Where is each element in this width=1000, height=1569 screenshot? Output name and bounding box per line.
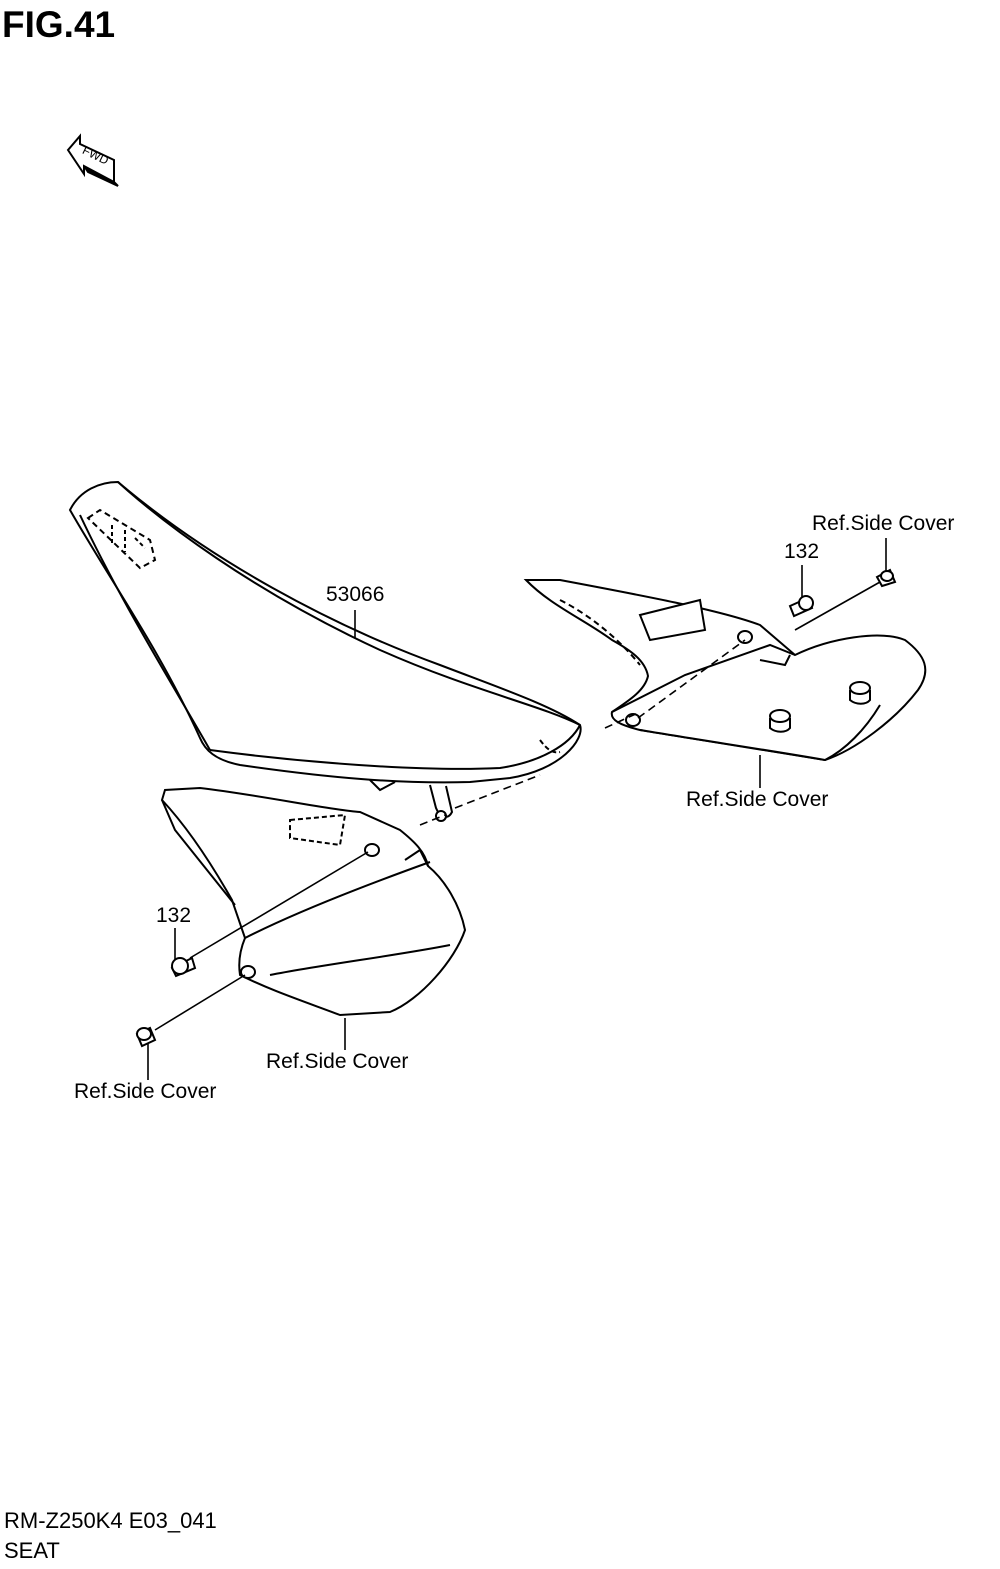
seat-illustration	[68, 480, 582, 822]
bolt-132-upper-icon	[788, 595, 814, 618]
clip-upper-icon	[875, 568, 897, 588]
callout-seat-53066: 53066	[326, 583, 385, 606]
leader-lines	[147, 538, 887, 1080]
callout-bolt-132-lower: 132	[156, 904, 192, 927]
left-side-cover-illustration	[160, 786, 467, 1017]
bolt-132-lower-icon	[170, 956, 197, 978]
callout-ref-side-cover-lower: Ref.Side Cover	[74, 1080, 217, 1103]
figure-title: FIG.41	[2, 4, 116, 45]
clip-lower-icon	[135, 1026, 157, 1048]
callout-ref-side-cover-left: Ref.Side Cover	[266, 1050, 409, 1073]
model-code: RM-Z250K4 E03_041	[4, 1508, 217, 1533]
fwd-arrow-icon: FWD	[66, 133, 119, 187]
section-name: SEAT	[4, 1538, 60, 1563]
callout-ref-side-cover-right: Ref.Side Cover	[686, 788, 829, 811]
callout-ref-side-cover-upper: Ref.Side Cover	[812, 512, 955, 535]
right-side-cover-illustration	[523, 579, 927, 762]
callout-bolt-132-upper: 132	[784, 540, 820, 563]
